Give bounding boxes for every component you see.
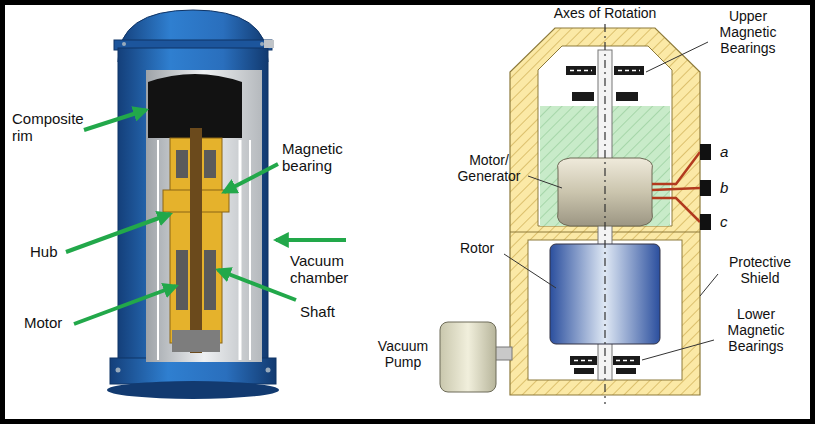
part-label: Motor bbox=[24, 314, 80, 331]
part-label: Axes of Rotation bbox=[535, 5, 675, 21]
flywheel-cylinder bbox=[266, 368, 271, 373]
magnetic-bearing bbox=[616, 368, 636, 374]
cutaway-interior bbox=[157, 140, 159, 360]
part-label: Magnetic bearing bbox=[282, 140, 358, 174]
part-label: Protective Shield bbox=[722, 254, 798, 286]
flywheel-cylinder bbox=[116, 368, 121, 373]
part-label: Composite rim bbox=[12, 110, 86, 144]
bearing-highlight bbox=[574, 360, 594, 362]
flywheel-cylinder bbox=[264, 40, 274, 48]
vacuum-pump bbox=[440, 322, 496, 392]
phase-wire bbox=[652, 188, 700, 190]
flywheel-cylinder bbox=[118, 48, 268, 364]
part-label: Shaft bbox=[300, 303, 350, 320]
motor bbox=[176, 250, 188, 310]
terminal bbox=[700, 144, 711, 160]
callout-arrow bbox=[66, 214, 170, 252]
magnetic-bearing bbox=[614, 66, 644, 75]
bearing-highlight bbox=[618, 70, 640, 72]
terminal bbox=[700, 144, 711, 230]
terminal-label: a bbox=[720, 143, 740, 160]
part-label: Rotor bbox=[460, 240, 510, 256]
leader-line bbox=[528, 176, 562, 188]
terminal-label: b bbox=[720, 179, 740, 196]
leader-line bbox=[504, 254, 556, 288]
magnetic-bearing bbox=[566, 66, 644, 374]
terminal bbox=[700, 180, 711, 196]
part-label: Vacuum Pump bbox=[370, 338, 436, 370]
magnetic-bearing bbox=[574, 368, 594, 374]
vacuum-pump bbox=[440, 322, 512, 392]
flywheel-cylinder bbox=[107, 381, 279, 399]
magnetic-bearing bbox=[566, 66, 596, 75]
image-frame bbox=[3, 3, 813, 422]
part-label: Upper Magnetic Bearings bbox=[712, 8, 784, 56]
phase-wire bbox=[652, 152, 700, 222]
flywheel-cylinder bbox=[122, 42, 126, 46]
terminal-label: c bbox=[720, 213, 740, 230]
cutaway-interior bbox=[172, 330, 220, 352]
flywheel-cylinder bbox=[107, 10, 279, 399]
vacuum-pump bbox=[495, 347, 512, 360]
bearing-highlight bbox=[570, 70, 592, 72]
part-label: Motor/ Generator bbox=[452, 152, 526, 184]
phase-wire bbox=[652, 152, 700, 184]
cutaway-interior bbox=[239, 140, 242, 360]
callout-arrow bbox=[84, 110, 146, 130]
leader-line bbox=[642, 340, 714, 360]
part-label: Hub bbox=[30, 243, 70, 260]
callout-arrow bbox=[218, 270, 296, 300]
magnetic-bearing bbox=[570, 356, 597, 365]
terminal bbox=[700, 214, 711, 230]
part-label: Lower Magnetic Bearings bbox=[718, 306, 794, 354]
cutaway-interior bbox=[204, 150, 216, 178]
leader-line bbox=[504, 42, 718, 360]
leader-line bbox=[700, 274, 718, 296]
callout-arrow bbox=[74, 286, 176, 324]
leader-line bbox=[646, 42, 708, 72]
cutaway-interior bbox=[249, 140, 251, 360]
shaft bbox=[190, 128, 202, 353]
part-label: Vacuum chamber bbox=[290, 252, 362, 286]
rotation-axis bbox=[604, 24, 605, 404]
cutaway-interior bbox=[176, 150, 188, 178]
magnetic-bearing bbox=[572, 92, 594, 101]
callout-arrow bbox=[224, 164, 278, 192]
magnetic-bearing bbox=[616, 92, 638, 101]
magnetic-bearing bbox=[613, 356, 640, 365]
callout-arrow bbox=[276, 238, 346, 242]
bearing-highlight bbox=[616, 360, 636, 362]
flywheel-cylinder bbox=[260, 42, 264, 46]
cutaway-interior bbox=[204, 250, 216, 310]
phase-wire bbox=[652, 198, 700, 222]
